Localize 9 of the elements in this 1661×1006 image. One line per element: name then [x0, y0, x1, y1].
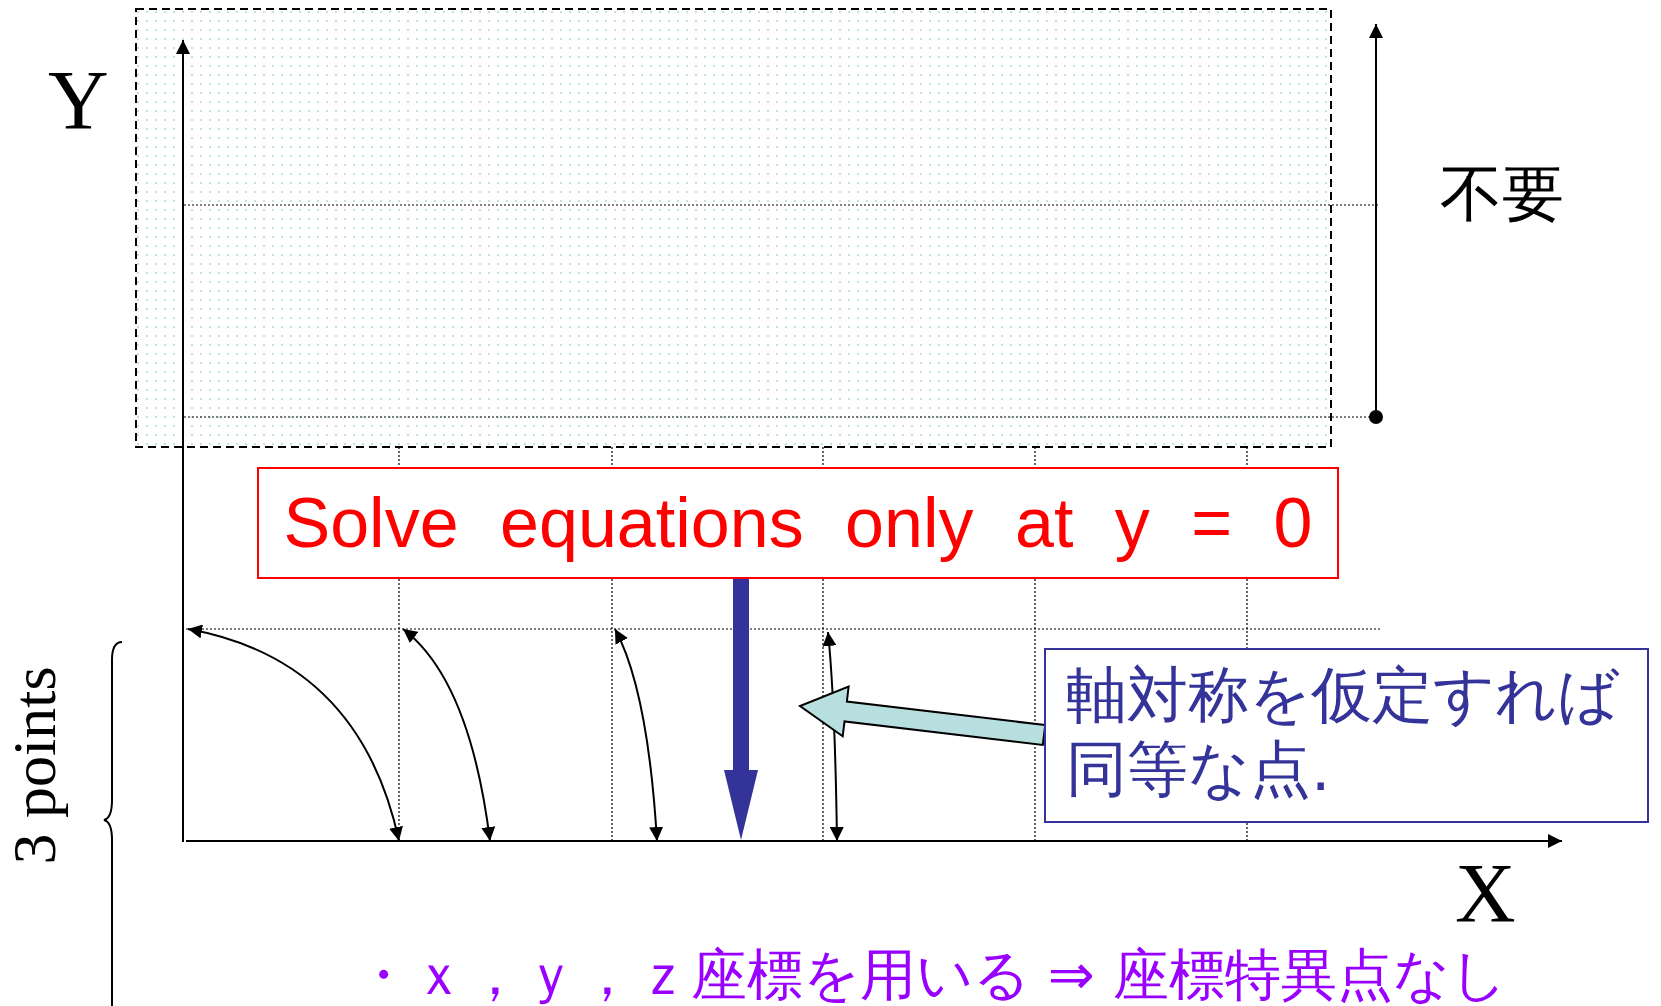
block-arrow: [724, 579, 758, 840]
equation-box: Solve equations only at y = 0: [257, 467, 1339, 579]
axis-label: X: [1455, 846, 1516, 942]
note-box: 軸対称を仮定すれば同等な点.: [1044, 648, 1649, 823]
axis-label: Y: [48, 53, 109, 149]
region-label: 不要: [1440, 156, 1564, 232]
note-text: ・ｘ，ｙ，ｚ座標を用いる ⇒ 座標特異点なし: [355, 941, 1507, 1006]
block-arrow: [797, 685, 1047, 746]
brace-label: 3 points: [0, 665, 69, 867]
